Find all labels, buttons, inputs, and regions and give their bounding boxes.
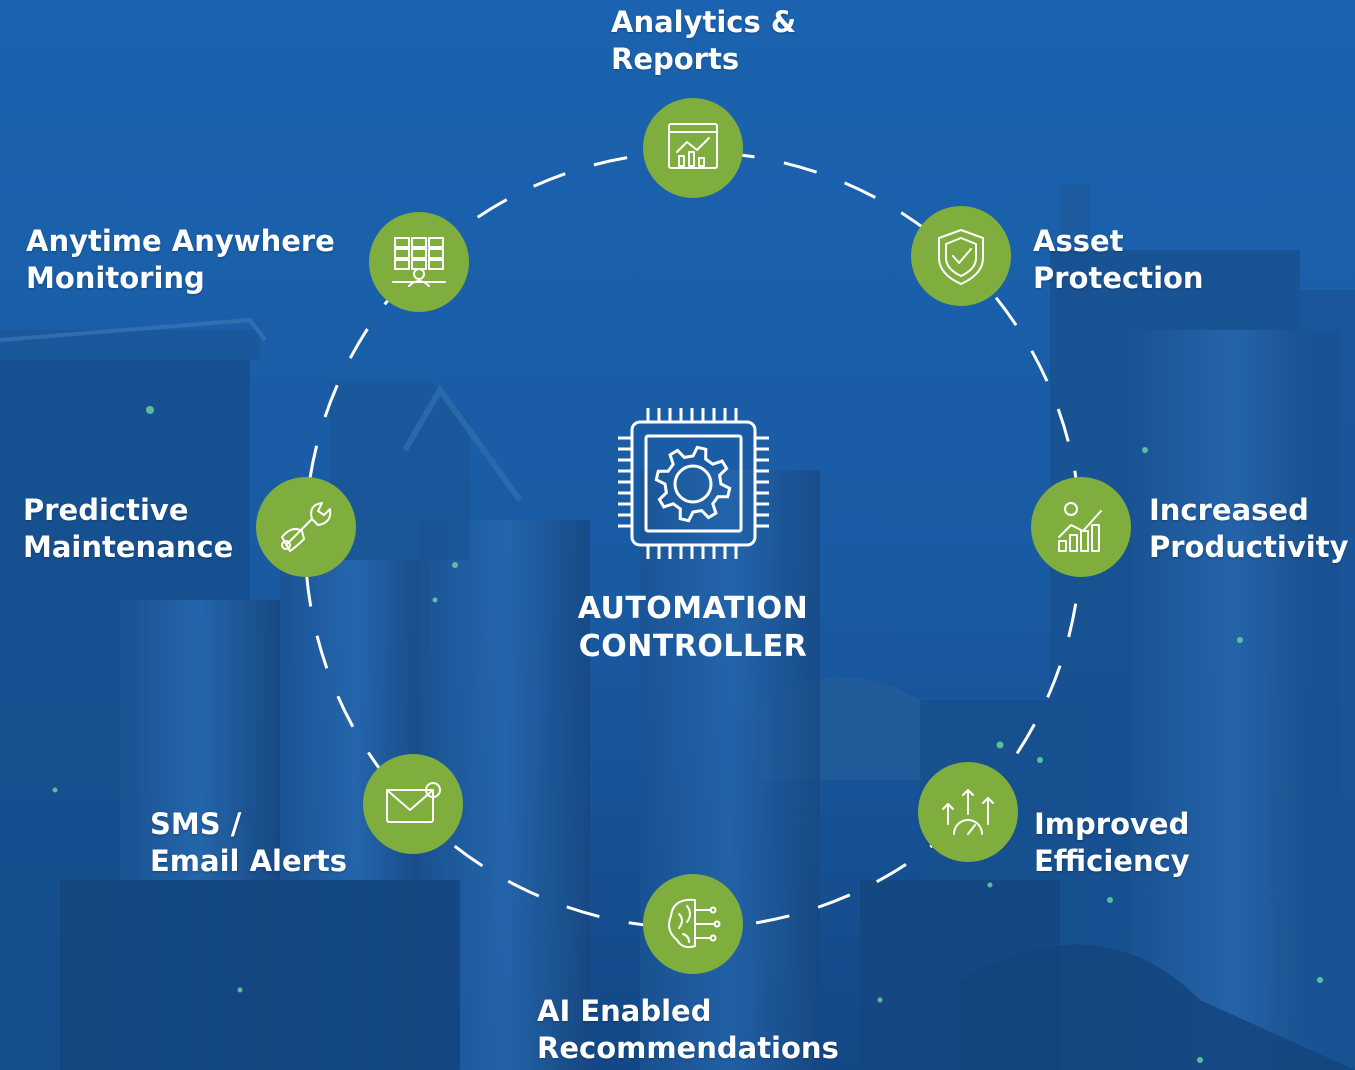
node-circle bbox=[1031, 477, 1131, 577]
node-productivity bbox=[1031, 477, 1131, 577]
node-circle bbox=[369, 212, 469, 312]
center-title-line2: CONTROLLER bbox=[578, 629, 808, 664]
label-ai-recommendations: AI Enabled Recommendations bbox=[537, 994, 839, 1065]
processor-gear-icon bbox=[618, 408, 769, 559]
center-title: AUTOMATION CONTROLLER bbox=[493, 590, 893, 666]
node-circle bbox=[256, 477, 356, 577]
center-title-line1: AUTOMATION bbox=[577, 591, 809, 626]
node-ai bbox=[643, 874, 743, 974]
label-sms-email-alerts: SMS / Email Alerts bbox=[150, 807, 348, 878]
node-analytics bbox=[643, 98, 743, 198]
label-analytics: Analytics & Reports bbox=[611, 5, 797, 76]
growth-chart-icon bbox=[1058, 502, 1102, 552]
label-increased-productivity: Increased Productivity bbox=[1149, 493, 1349, 564]
brain-circuit-icon bbox=[668, 898, 721, 949]
analytics-dashboard-icon bbox=[668, 123, 718, 169]
node-maintenance bbox=[256, 477, 356, 577]
monitoring-station-icon bbox=[392, 237, 446, 287]
label-improved-efficiency: Improved Efficiency bbox=[1034, 807, 1190, 878]
node-circle bbox=[363, 754, 463, 854]
node-efficiency bbox=[918, 762, 1018, 862]
node-alerts bbox=[363, 754, 463, 854]
label-monitoring: Anytime Anywhere Monitoring bbox=[26, 224, 335, 295]
speedometer-arrows-icon bbox=[942, 789, 994, 835]
node-monitoring bbox=[369, 212, 469, 312]
node-circle bbox=[643, 874, 743, 974]
envelope-notification-icon bbox=[386, 782, 441, 823]
label-predictive-maintenance: Predictive Maintenance bbox=[23, 493, 234, 564]
node-asset bbox=[911, 206, 1011, 306]
shield-check-icon bbox=[938, 229, 984, 285]
node-circle bbox=[911, 206, 1011, 306]
label-asset-protection: Asset Protection bbox=[1033, 224, 1204, 295]
wrench-hand-icon bbox=[281, 502, 332, 552]
